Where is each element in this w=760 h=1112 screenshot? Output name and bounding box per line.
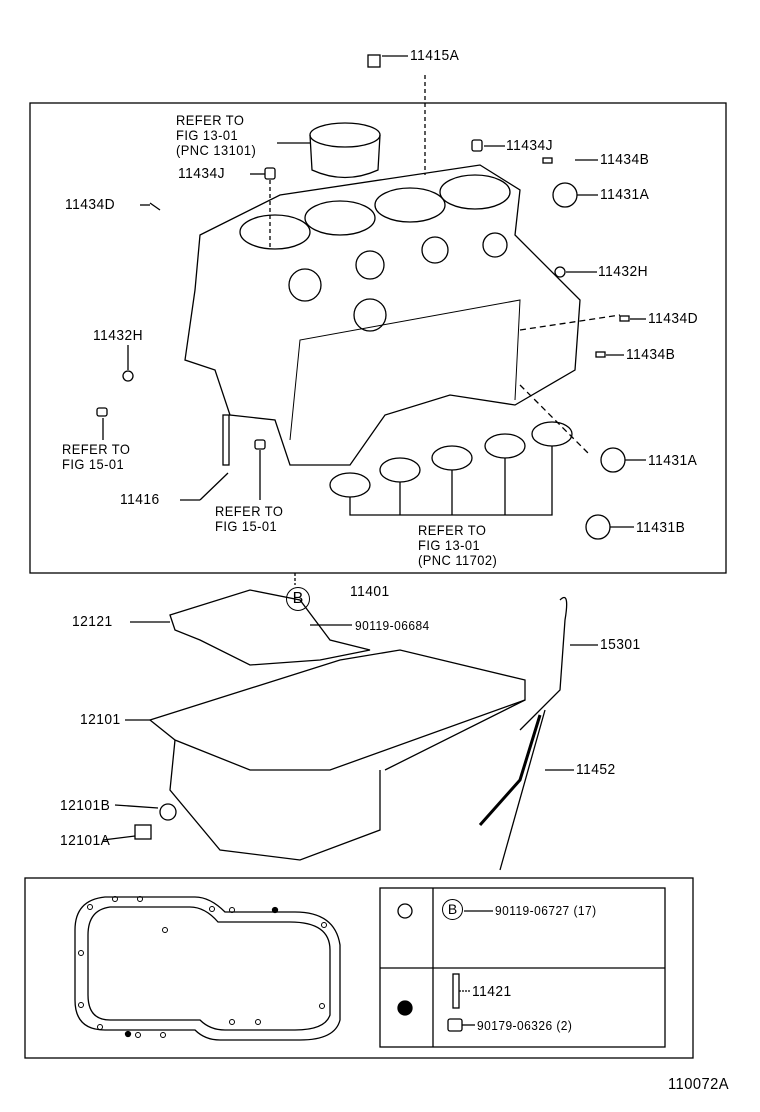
ref-line: (PNC 13101) [176, 142, 257, 158]
ref-line: REFER TO [176, 112, 245, 128]
oil-pan-gasket-icon [74, 896, 341, 1041]
callout-11452: 11452 [576, 761, 616, 778]
stud-icon [452, 973, 460, 1009]
callout-12101: 12101 [80, 711, 121, 728]
open-circle-legend-icon [397, 903, 413, 919]
callout-11416: 11416 [120, 491, 160, 508]
ref-line: REFER TO [62, 441, 131, 457]
diagram-id: 110072A [668, 1076, 730, 1093]
legend-marker-b-icon: B [442, 899, 463, 920]
filled-circle-legend-icon [397, 1000, 413, 1016]
drain-plug-icon [367, 54, 381, 68]
callout-11431B: 11431B [636, 519, 686, 536]
legend-part-11421: 11421 [472, 983, 512, 1000]
callout-90119-06684: 90119-06684 [355, 618, 430, 633]
dipstick-guide-icon [478, 714, 542, 826]
piston-icon [309, 122, 381, 179]
callout-12101A: 12101A [60, 832, 111, 849]
drain-plug-icon [134, 824, 152, 840]
gasket-legend-frame [24, 877, 694, 1059]
nut-icon [447, 1018, 463, 1032]
ref-line: REFER TO [418, 522, 487, 538]
ref-line: (PNC 11702) [418, 552, 498, 568]
callout-11434D: 11434D [65, 196, 116, 213]
cylinder-block-icon [184, 164, 581, 466]
callout-12121: 12121 [72, 613, 113, 630]
callout-11434J: 11434J [178, 165, 226, 182]
callout-12101B: 12101B [60, 797, 111, 814]
callout-11401: 11401 [350, 583, 390, 600]
callout-11432H: 11432H [93, 327, 144, 344]
marker-b-icon: B [286, 587, 310, 611]
callout-11415A: 11415A [410, 47, 460, 64]
callout-11431A: 11431A [648, 452, 698, 469]
expansion-plug-icon [552, 182, 578, 208]
ref-line: FIG 15-01 [215, 518, 278, 534]
ref-line: FIG 15-01 [62, 456, 125, 472]
callout-11434D: 11434D [648, 310, 699, 327]
oil-seal-retainer-icon [585, 514, 611, 540]
oil-pan-icon [148, 649, 526, 861]
engine-block-group-frame [29, 102, 727, 574]
callout-11431A: 11431A [600, 186, 650, 203]
callout-15301: 15301 [600, 636, 641, 653]
callout-11432H: 11432H [598, 263, 649, 280]
ref-line: FIG 13-01 [418, 537, 481, 553]
oil-seal-icon [600, 447, 626, 473]
legend-part-90179-06326: 90179-06326 (2) [477, 1018, 573, 1033]
legend-part-90119-06727: 90119-06727 (17) [495, 903, 597, 918]
bearing-shells-icon [329, 421, 573, 498]
baffle-plate-icon [169, 589, 371, 666]
callout-11434B: 11434B [600, 151, 650, 168]
ref-line: REFER TO [215, 503, 284, 519]
callout-11434B: 11434B [626, 346, 676, 363]
dipstick-icon [519, 596, 568, 731]
callout-11434J: 11434J [506, 137, 554, 154]
ref-line: FIG 13-01 [176, 127, 239, 143]
